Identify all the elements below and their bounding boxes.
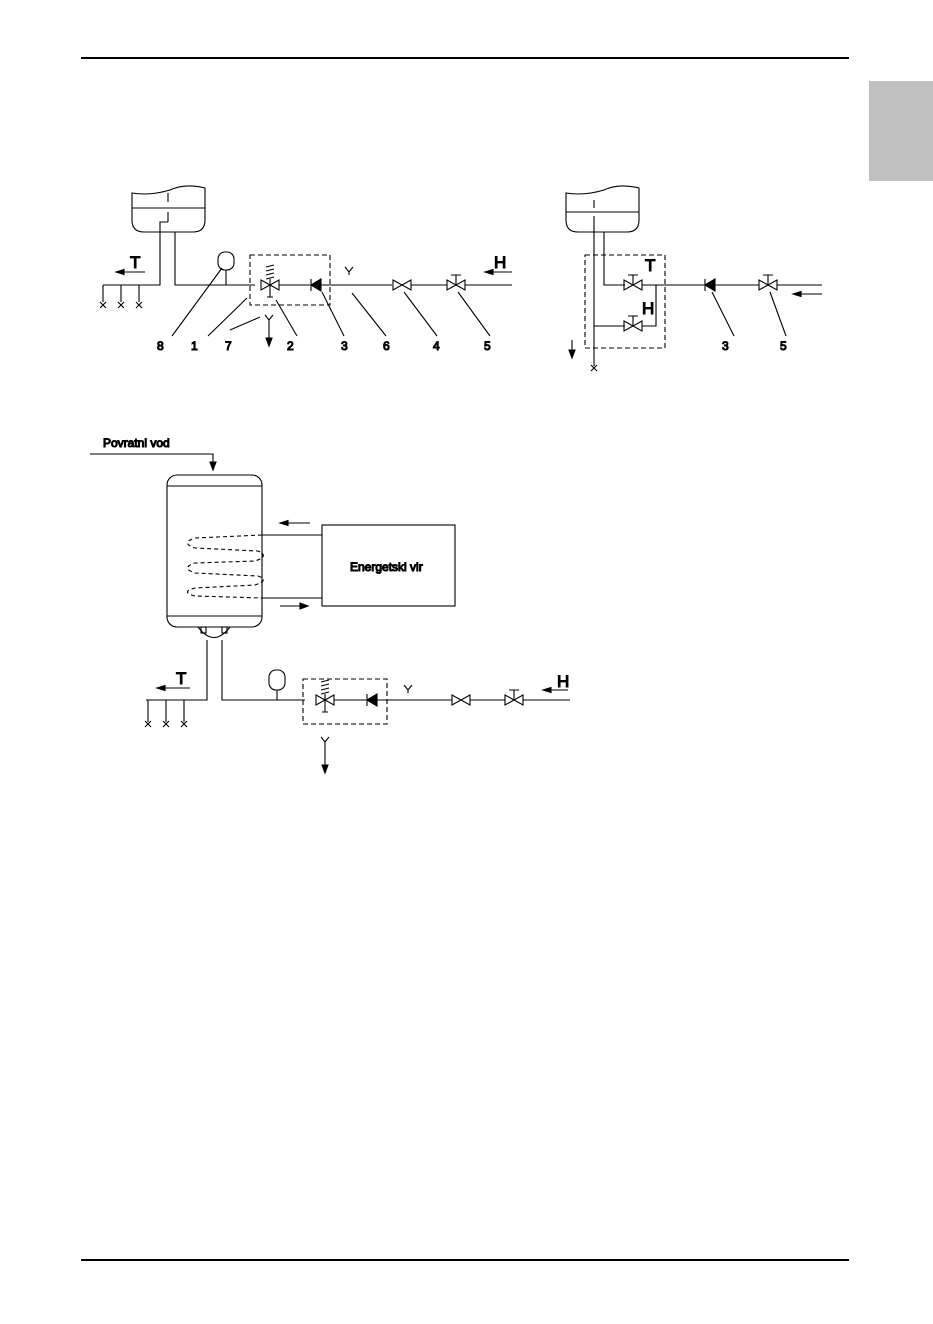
arrow-left-icon [157,686,165,691]
boiler-tank [132,186,205,232]
test-fitting-icon [345,267,353,275]
expansion-vessel-icon [269,670,285,690]
return-line-label: Povratni vod [103,436,170,450]
test-fitting-icon [404,685,412,693]
heat-exchanger-coil [188,535,264,598]
stop-valve-icon [505,690,523,705]
storage-tank [167,475,262,627]
arrow-left-icon [485,270,493,275]
drain-funnel-icon [265,315,273,323]
tap-icon [136,302,142,308]
bottom-diagram: Povratni vod Energetski vir [90,436,570,773]
check-valve-icon [311,279,321,291]
arrow-left-icon [793,292,801,297]
stop-valve-icon [624,275,642,290]
arrow-left-icon [280,521,288,526]
tap-icon [118,302,124,308]
callout-6: 6 [383,339,390,353]
expansion-vessel-icon [218,252,234,270]
callout-5: 5 [484,339,491,353]
hot-water-label: T [176,669,186,688]
stop-valve-icon [759,275,777,290]
callout-8: 8 [157,339,164,353]
arrow-left-icon [116,270,124,275]
left-diagram: T H 8 1 7 2 [100,186,512,353]
cold-water-label: H [642,299,654,318]
stop-valve-icon [447,275,465,290]
callout-1: 1 [191,339,198,353]
callout-3: 3 [341,339,348,353]
energy-source-label: Energetski vir [350,560,423,574]
cold-water-label: H [557,672,569,691]
stop-valve-icon [624,316,642,331]
callout-5: 5 [780,339,787,353]
hot-water-label: T [645,256,655,275]
safety-valve-icon [316,680,334,712]
right-diagram: T H 3 5 [566,186,822,371]
boiler-tank [566,186,639,232]
hot-water-label: T [130,253,140,272]
cold-water-label: H [494,253,506,272]
callout-3: 3 [722,339,729,353]
tap-icon [100,302,106,308]
check-valve-icon [367,694,377,706]
check-valve-icon [705,279,715,291]
safety-valve-icon [261,265,279,297]
callout-2: 2 [287,339,294,353]
callout-4: 4 [433,339,440,353]
callout-7: 7 [225,339,232,353]
arrow-left-icon [543,688,551,693]
reducing-valve-icon [452,695,470,705]
drain-funnel-icon [321,737,329,745]
reducing-valve-icon [393,280,411,290]
